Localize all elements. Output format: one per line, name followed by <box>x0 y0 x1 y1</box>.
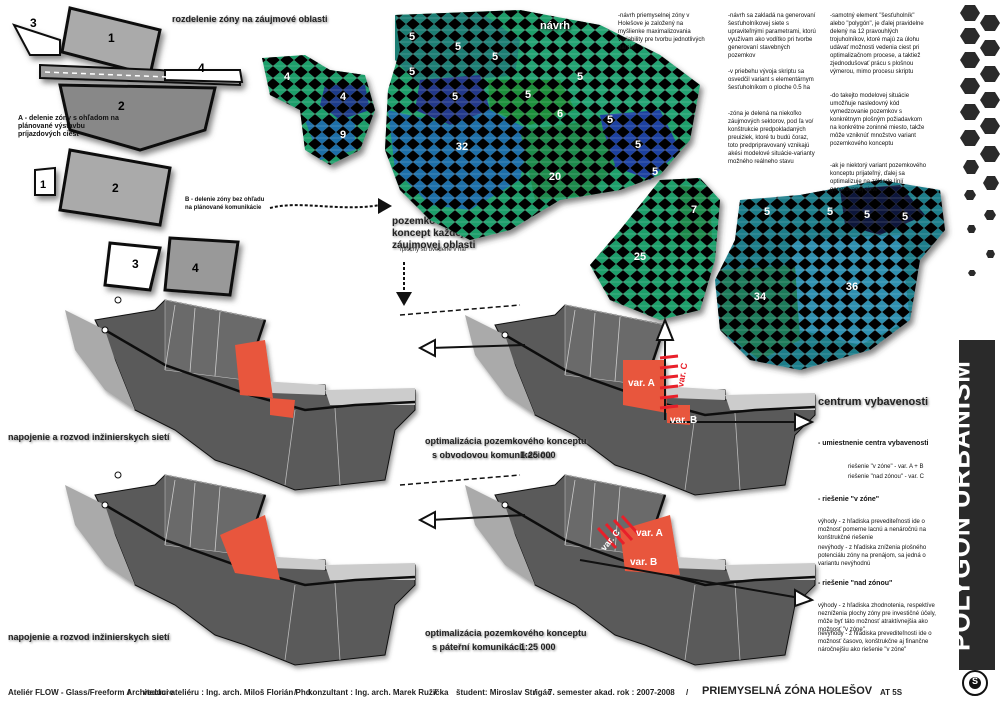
footer-leader: vedúci ateliéru : Ing. arch. Miloš Flori… <box>143 688 313 697</box>
zone-number: 4 <box>198 61 205 75</box>
zone-sketch-mid <box>34 148 240 297</box>
arrow-icon <box>378 198 392 214</box>
footer-atelier: Ateliér FLOW - Glass/Freeform Architectu… <box>8 688 174 697</box>
footer-semester: 7. semester akad. rok : 2007-2008 <box>548 688 675 697</box>
zone-number: 3 <box>30 16 37 30</box>
var-a-label: var. A <box>628 378 655 389</box>
note-a: A - delenie zóny s ohľadom na plánované … <box>18 115 119 138</box>
cluster-label: 5 <box>827 206 833 218</box>
var-b-label-2: var. B <box>630 557 658 568</box>
navrh-title: návrh <box>540 20 570 32</box>
cluster-label: 34 <box>754 291 767 303</box>
zone-number: 2 <box>112 181 119 195</box>
zone-number: 1 <box>40 179 46 191</box>
sidebar-code: S <box>972 676 979 686</box>
cluster-label: 36 <box>846 281 858 293</box>
text-col2c: -zóna je delená na niekoľko záujmových s… <box>728 111 815 165</box>
sidebar-strip <box>955 0 1000 707</box>
cluster-label: 7 <box>691 204 697 216</box>
footer-sep: / <box>686 688 689 697</box>
zone-number: 1 <box>108 31 115 45</box>
plan-label-top-left: napojenie a rozvod inžinierskych sietí <box>8 432 170 442</box>
concept-sub: /plochy sú uvedené v ha/ <box>400 247 467 253</box>
center-item3-txt: výhody - z hľadiska zhodnotenia, respekt… <box>818 603 936 633</box>
text-col1: -návrh priemyselnej zóny v Holešove je z… <box>618 13 705 51</box>
cluster-label: 5 <box>452 91 458 103</box>
footer-student: študent: Miroslav Strigáč <box>456 688 552 697</box>
text-col3a: -samotný element "šesťuholník" alebo "po… <box>830 13 924 75</box>
center-item3: - riešenie "nad zónou" <box>818 580 893 587</box>
zone-number: 4 <box>192 261 199 275</box>
text-col2a: -návrh sa zakladá na generovaní šesťuhol… <box>728 13 816 59</box>
cluster-label: 20 <box>549 171 561 183</box>
cluster-label: 5 <box>635 139 641 151</box>
center-title: centrum vybavenosti <box>818 396 929 408</box>
zone-sketch-diagrams: 3 1 2 4 1 2 3 4 <box>11 6 244 297</box>
footer-sep: / <box>534 688 537 697</box>
plan-top-right <box>463 303 817 497</box>
opt1-title: optimalizácia pozemkového konceptu <box>425 436 587 446</box>
cluster-label: 5 <box>409 31 415 43</box>
footer-consultant: konzultant : Ing. arch. Marek Ružička <box>308 688 449 697</box>
zone-sketch-top <box>11 6 244 152</box>
text-col3b: -do takejto modelovej situácie umožňuje … <box>830 93 925 147</box>
plan-bottom-left <box>63 473 417 667</box>
cluster-label: 5 <box>577 71 583 83</box>
center-item2: - riešenie "v zóne" <box>818 496 880 503</box>
cluster-label: 4 <box>340 91 347 103</box>
center-item1-sub2: riešenie "nad zónou" - var. C <box>848 474 924 480</box>
cluster-label: 5 <box>492 51 498 63</box>
footer-sep: / <box>434 688 437 697</box>
sidebar-title: POLYGON URBANISM <box>945 360 976 651</box>
cluster-label: 6 <box>557 108 563 120</box>
footer-sep: / <box>128 688 131 697</box>
opt2-sub: s páteřní komunikácií <box>432 642 525 652</box>
cluster-label: 32 <box>456 141 468 153</box>
zone-number: 3 <box>132 257 139 271</box>
opt2-title: optimalizácia pozemkového konceptu <box>425 628 587 638</box>
footer-project: PRIEMYSELNÁ ZÓNA HOLEŠOV <box>702 685 873 697</box>
center-item1: - umiestnenie centra vybavenosti <box>818 440 929 447</box>
opt1-scale: 1:25 000 <box>520 450 556 460</box>
var-b-label: var. B <box>670 415 698 426</box>
opt1-sub: s obvodovou komunikáciou <box>432 450 552 460</box>
concept-title: pozemkový koncept každej záujmovej oblas… <box>392 216 476 251</box>
text-col3c: -ak je niektorý variant pozemkového konc… <box>830 163 927 193</box>
var-a-label-2: var. A <box>636 528 663 539</box>
center-item2-txt2: nevýhody - z hľadiska zníženia plošného … <box>818 545 927 567</box>
cluster-label: 9 <box>340 129 346 141</box>
center-item3-txt2: nevýhody - z hľadiska prevediteľnosti id… <box>818 631 932 653</box>
footer-sep: / <box>294 688 297 697</box>
text-col2b: -v priebehu vývoja skriptu sa osvedčil v… <box>728 69 814 91</box>
cluster-label: 5 <box>525 89 531 101</box>
cluster-label: 5 <box>607 114 613 126</box>
cluster-label: 5 <box>455 41 461 53</box>
plan-top-left <box>63 298 417 492</box>
arrow-icon <box>396 292 412 306</box>
center-item2-txt: výhody - z hľadiska prevediteľnosti ide … <box>818 519 926 541</box>
cluster-label: 5 <box>764 206 770 218</box>
cluster-label: 5 <box>652 166 658 178</box>
opt2-scale: 1:25 000 <box>520 642 556 652</box>
note-b: B - delenie zóny bez ohľadu na plánované… <box>185 197 265 211</box>
plan-label-bottom-left: napojenie a rozvod inžinierskych sietí <box>8 632 170 642</box>
center-item1-sub1: riešenie "v zóne" - var. A + B <box>848 464 924 470</box>
footer-code: AT 5S <box>880 688 903 697</box>
cluster-label: 5 <box>864 209 870 221</box>
zone-number: 2 <box>118 99 125 113</box>
sketch-title: rozdelenie zóny na záujmové oblasti <box>172 14 328 24</box>
cluster-label: 5 <box>902 211 908 223</box>
cluster-label: 5 <box>409 66 415 78</box>
cluster-label: 4 <box>284 71 291 83</box>
cluster-label: 25 <box>634 251 646 263</box>
